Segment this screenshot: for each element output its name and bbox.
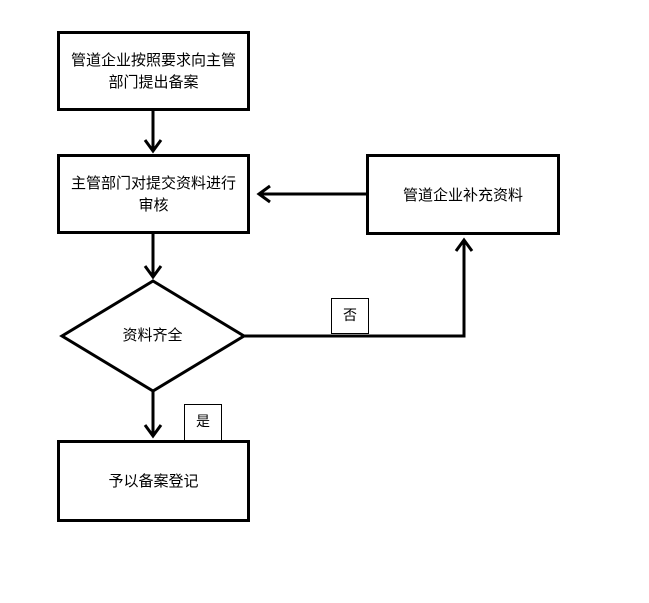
supplement-box: 管道企业补充资料	[366, 154, 560, 235]
register-box: 予以备案登记	[57, 440, 250, 522]
arrow-decision-to-register	[143, 391, 163, 439]
arrow-decision-to-supplement	[244, 237, 474, 338]
arrow-review-to-decision	[143, 234, 163, 280]
arrow-filing-to-review	[143, 111, 163, 154]
review-box: 主管部门对提交资料进行审核	[57, 154, 250, 234]
review-text: 主管部门对提交资料进行审核	[70, 174, 236, 214]
register-text: 予以备案登记	[108, 472, 199, 490]
no-label: 否	[331, 298, 369, 334]
decision-text: 资料齐全	[122, 326, 183, 344]
filing-request-text: 管道企业按照要求向主管部门提出备案	[70, 51, 236, 91]
supplement-text: 管道企业补充资料	[402, 185, 523, 204]
arrow-supplement-to-review	[256, 184, 366, 204]
yes-label: 是	[184, 404, 222, 441]
filing-request-box: 管道企业按照要求向主管部门提出备案	[57, 31, 250, 111]
